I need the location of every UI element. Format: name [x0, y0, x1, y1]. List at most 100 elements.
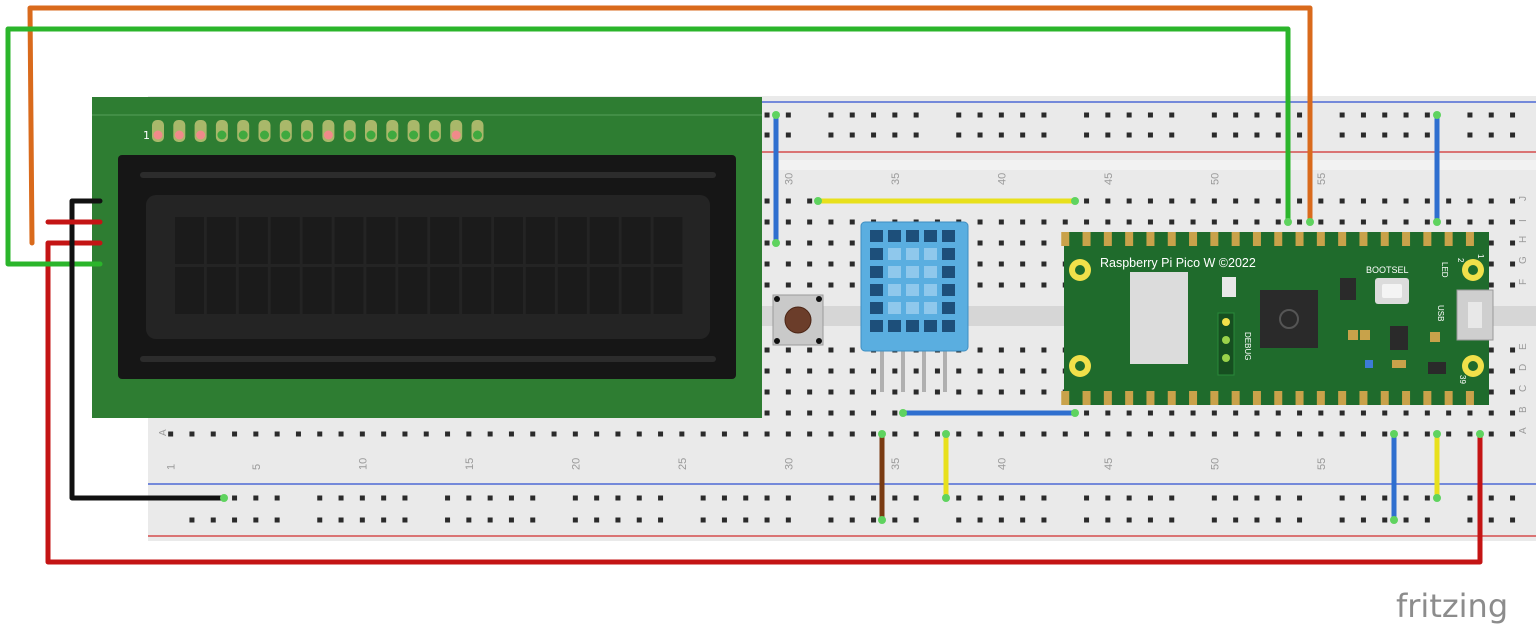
rail-hole — [1510, 132, 1516, 138]
breadboard-hole — [1211, 410, 1217, 416]
breadboard-hole — [785, 240, 791, 246]
breadboard-hole — [1446, 219, 1452, 225]
breadboard-hole — [1105, 198, 1111, 204]
rail-hole — [1403, 112, 1409, 118]
pico-mount-hole-inner — [1468, 265, 1478, 275]
rail-hole — [1254, 112, 1260, 118]
rail-hole — [1467, 495, 1473, 501]
dht11-grille-slot — [906, 302, 919, 314]
lcd-pin-pad — [409, 130, 419, 140]
lcd-character-cells — [175, 217, 683, 314]
wire-endpoint — [1433, 494, 1441, 502]
rail-hole — [572, 495, 578, 501]
pico-led-label: LED — [1440, 262, 1449, 278]
breadboard-hole — [764, 261, 770, 267]
breadboard-hole — [1084, 410, 1090, 416]
breadboard-hole — [1510, 347, 1516, 353]
breadboard-hole — [1211, 219, 1217, 225]
rail-hole — [1211, 495, 1217, 501]
rail-hole — [977, 112, 983, 118]
dht11-grille-slot — [942, 230, 955, 242]
lcd-character-cell — [557, 217, 587, 264]
breadboard-rail-gap-top — [148, 160, 1536, 170]
pico-title: Raspberry Pi Pico W ©2022 — [1100, 256, 1256, 270]
breadboard-hole — [1360, 410, 1366, 416]
rail-hole — [1339, 495, 1345, 501]
lcd-character-cell — [430, 217, 460, 264]
push-button-leg — [816, 296, 822, 302]
breadboard-hole — [551, 431, 557, 437]
pico-usb-label: USB — [1436, 305, 1445, 321]
dht11-grille-slot — [870, 230, 883, 242]
row-letter-label: A — [158, 429, 169, 436]
breadboard-hole — [1467, 198, 1473, 204]
rail-hole — [1020, 132, 1026, 138]
breadboard-hole — [1254, 198, 1260, 204]
rail-hole — [317, 517, 323, 523]
rail-hole — [1382, 132, 1388, 138]
rail-hole — [1360, 495, 1366, 501]
breadboard-hole — [1190, 410, 1196, 416]
breadboard-hole — [1424, 410, 1430, 416]
breadboard-hole — [977, 261, 983, 267]
breadboard-hole — [849, 261, 855, 267]
pico-rp2040-chip — [1260, 290, 1318, 348]
dht11-grille-slot — [906, 230, 919, 242]
breadboard-hole — [1041, 219, 1047, 225]
lcd-pin-pad — [430, 130, 440, 140]
rail-hole — [338, 495, 344, 501]
rail-hole — [487, 517, 493, 523]
lcd-pin-pad — [153, 130, 163, 140]
pico-component — [1365, 360, 1373, 368]
rail-hole — [871, 112, 877, 118]
rail-hole — [658, 495, 664, 501]
rail-hole — [1147, 112, 1153, 118]
column-number-label: 40 — [996, 173, 1008, 185]
push-button-leg — [774, 296, 780, 302]
breadboard-hole — [1211, 431, 1217, 437]
pico-pad — [1167, 232, 1176, 246]
breadboard-hole — [977, 368, 983, 374]
rail-hole — [956, 112, 962, 118]
rail-hole — [1382, 112, 1388, 118]
pico-pad — [1380, 232, 1389, 246]
rail-hole — [871, 495, 877, 501]
pico-pad — [1125, 391, 1134, 405]
rail-hole — [381, 517, 387, 523]
wire-endpoint — [942, 494, 950, 502]
breadboard-hole — [871, 389, 877, 395]
breadboard-hole — [785, 410, 791, 416]
breadboard-hole — [807, 261, 813, 267]
row-letter-label: E — [1518, 343, 1529, 350]
rail-hole — [317, 495, 323, 501]
pico-pad — [1465, 232, 1474, 246]
pico-mount-hole-inner — [1075, 361, 1085, 371]
breadboard-hole — [1510, 410, 1516, 416]
rail-hole — [764, 112, 770, 118]
lcd-character-cell — [270, 267, 300, 314]
breadboard-hole — [956, 389, 962, 395]
breadboard-hole — [1467, 431, 1473, 437]
rail-hole — [1041, 112, 1047, 118]
breadboard-hole — [1190, 431, 1196, 437]
breadboard-hole — [764, 282, 770, 288]
dht11-grille-slot — [942, 320, 955, 332]
rail-hole — [1126, 517, 1132, 523]
rail-hole — [487, 495, 493, 501]
breadboard-hole — [1020, 240, 1026, 246]
breadboard-hole — [1510, 282, 1516, 288]
rail-hole — [338, 517, 344, 523]
rail-hole — [913, 132, 919, 138]
rail-hole — [871, 517, 877, 523]
pico-pad — [1465, 391, 1474, 405]
column-number-label: 45 — [1103, 458, 1115, 470]
rail-hole — [1105, 495, 1111, 501]
wire-endpoint — [814, 197, 822, 205]
lcd-character-cell — [302, 217, 332, 264]
pico-debug-pad — [1222, 318, 1230, 326]
pico-debug-pad — [1222, 354, 1230, 362]
breadboard-hole — [785, 261, 791, 267]
rail-hole — [1510, 517, 1516, 523]
lcd-bezel-top-bar — [140, 172, 716, 178]
rail-hole — [210, 517, 216, 523]
